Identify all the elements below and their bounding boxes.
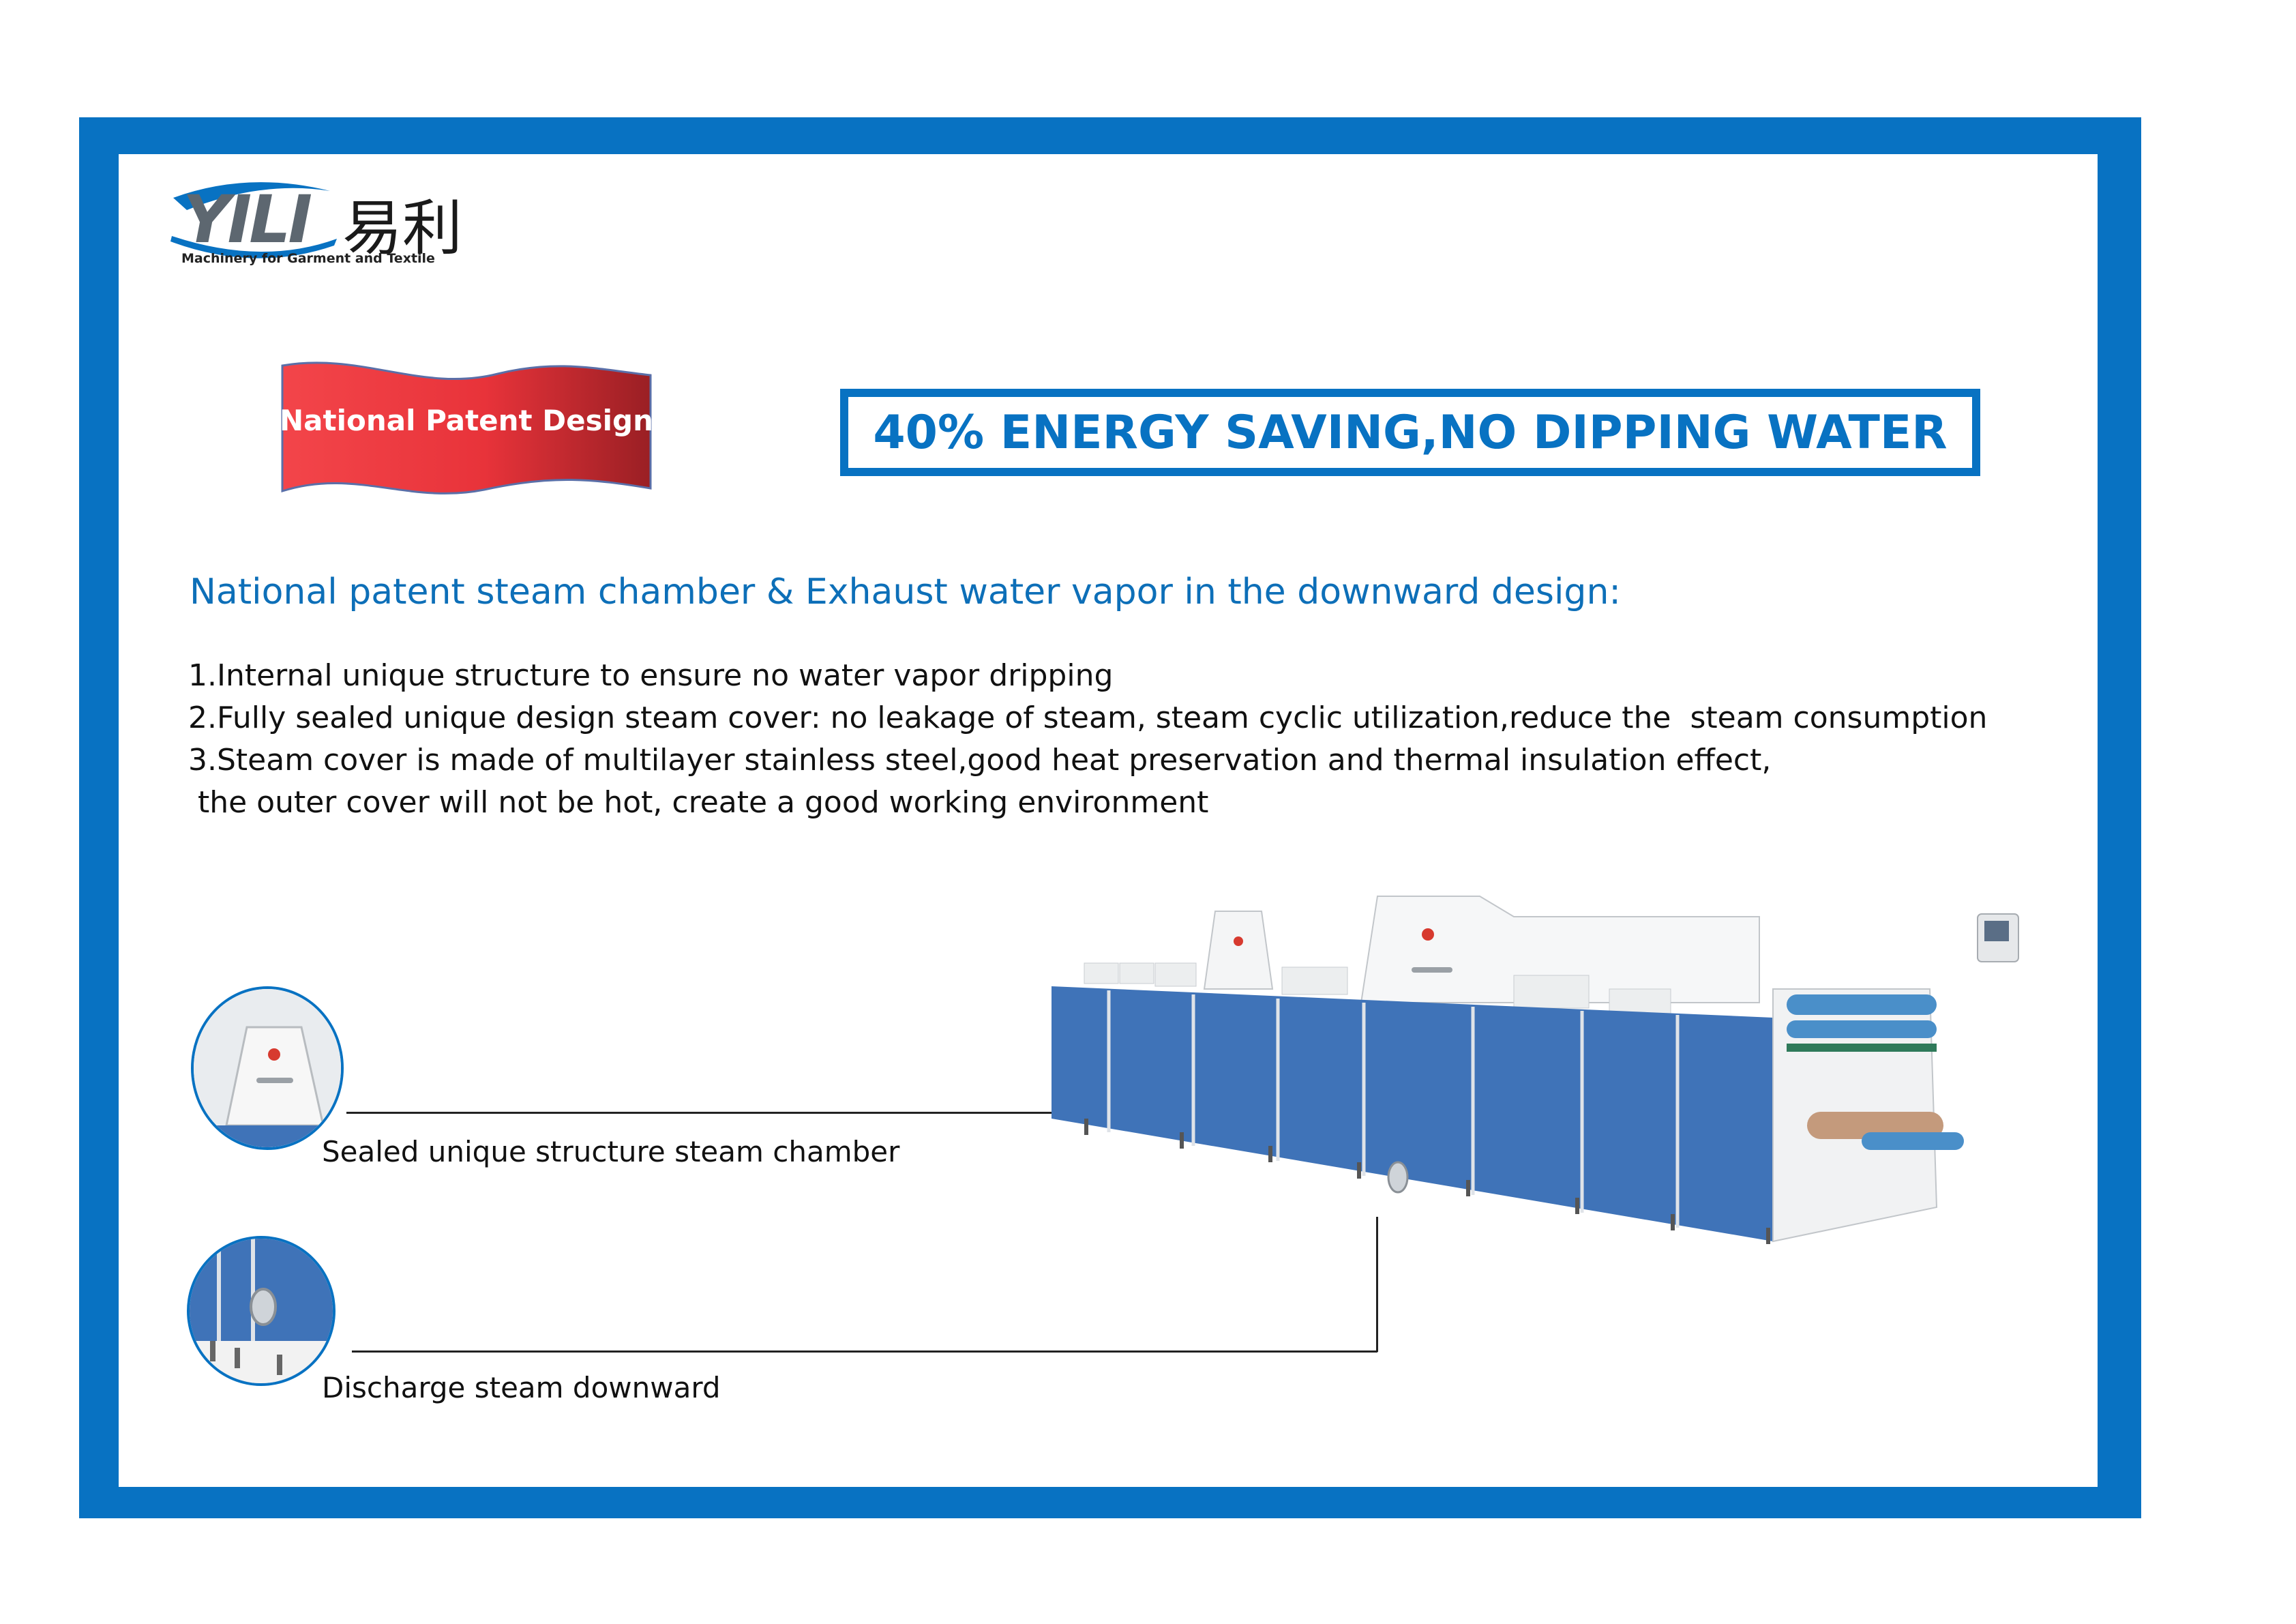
callout-caption-2: Discharge steam downward bbox=[322, 1371, 721, 1404]
patent-badge-label: National Patent Design bbox=[280, 404, 653, 437]
content-panel bbox=[119, 154, 2098, 1487]
steam-chamber-icon bbox=[194, 989, 341, 1147]
yili-logo: YILI 易利 Machinery for Garment and Textil… bbox=[166, 171, 466, 273]
callout-line-2-vertical bbox=[1376, 1217, 1378, 1352]
headline-box: 40% ENERGY SAVING,NO DIPPING WATER bbox=[840, 389, 1980, 476]
steam-machine-illustration bbox=[1052, 896, 2019, 1244]
feature-point-1: 1.Internal unique structure to ensure no… bbox=[188, 658, 1114, 693]
feature-point-2: 2.Fully sealed unique design steam cover… bbox=[188, 700, 1988, 735]
patent-flag-icon bbox=[281, 361, 652, 494]
logo-tagline: Machinery for Garment and Textile bbox=[181, 251, 435, 266]
feature-point-3-continued: the outer cover will not be hot, create … bbox=[188, 785, 1209, 820]
feature-list: 1.Internal unique structure to ensure no… bbox=[188, 655, 1987, 824]
discharge-port-icon bbox=[190, 1239, 333, 1383]
headline: 40% ENERGY SAVING,NO DIPPING WATER bbox=[873, 405, 1948, 460]
logo-wordmark: YILI bbox=[183, 181, 312, 258]
callout-line-2-horizontal bbox=[352, 1350, 1377, 1353]
section-subtitle: National patent steam chamber & Exhaust … bbox=[190, 572, 1621, 612]
callout-line-1 bbox=[346, 1112, 1219, 1114]
callout-caption-1: Sealed unique structure steam chamber bbox=[322, 1135, 900, 1168]
logo-swoosh-icon bbox=[170, 182, 337, 259]
discharge-detail-image bbox=[187, 1236, 336, 1386]
steam-chamber-detail-image bbox=[191, 986, 344, 1150]
logo-chinese: 易利 bbox=[342, 193, 463, 263]
feature-point-3: 3.Steam cover is made of multilayer stai… bbox=[188, 743, 1772, 778]
